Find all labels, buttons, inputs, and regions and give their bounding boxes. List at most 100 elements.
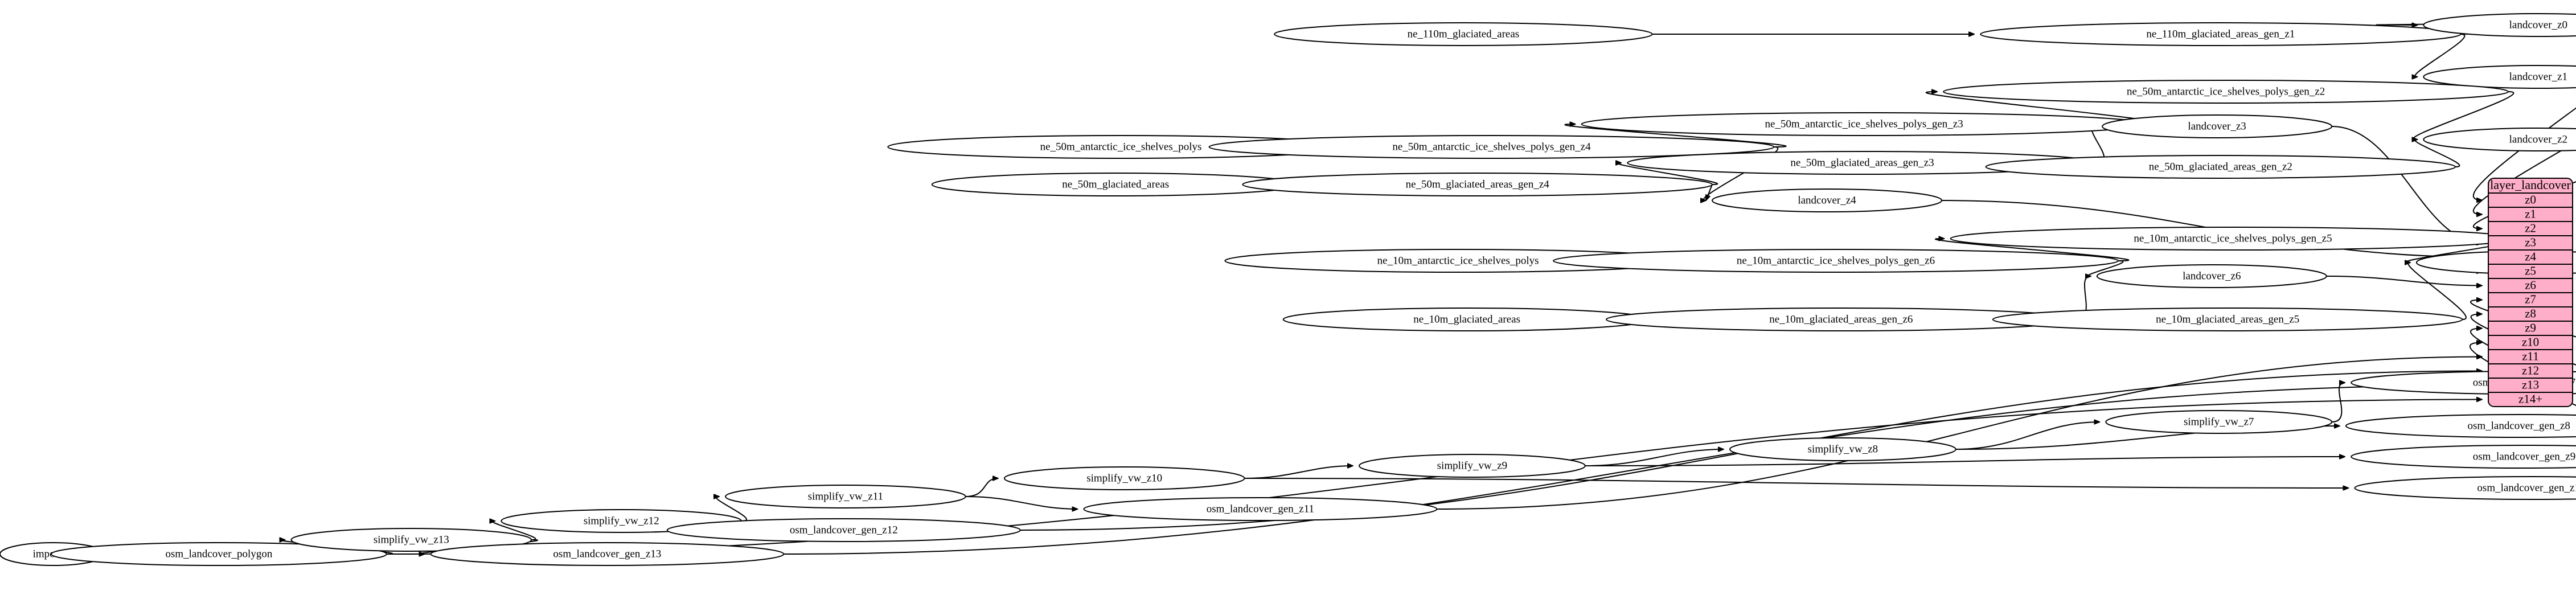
node-ellipse-ne_110m_glaciated_areas	[1274, 22, 1653, 46]
node-ellipse-ne_50m_antarctic_ice_shelves_polys_gen_z4	[1208, 135, 1775, 159]
node-simplify_vw_z7[interactable]: simplify_vw_z7	[2105, 410, 2333, 434]
table-row-z13[interactable]: z13	[2522, 378, 2539, 391]
node-ellipse-landcover_z4	[1712, 188, 1942, 212]
node-label-osm_landcover_polygon: osm_landcover_polygon	[165, 548, 272, 560]
edge-simplify_vw_z13--to--simplify_vw_z12	[493, 521, 536, 540]
table-row-z10[interactable]: z10	[2522, 335, 2539, 348]
node-osm_landcover_gen_z12[interactable]: osm_landcover_gen_z12	[666, 518, 1021, 542]
node-ne_50m_glaciated_areas_gen_z2[interactable]: ne_50m_glaciated_areas_gen_z2	[1985, 155, 2456, 179]
edge-simplify_vw_z7--to--osm_landcover_gen_z7	[2332, 383, 2345, 423]
table-row-z4[interactable]: z4	[2525, 249, 2536, 263]
node-ne_10m_glaciated_areas_gen_z5[interactable]: ne_10m_glaciated_areas_gen_z5	[1992, 307, 2463, 331]
table-row-z14+[interactable]: z14+	[2518, 392, 2542, 405]
edge-simplify_vw_z9--to--osm_landcover_gen_z9	[1585, 457, 2345, 466]
node-osm_landcover_gen_z8[interactable]: osm_landcover_gen_z8	[2345, 414, 2576, 438]
edge-ne_50m_antarctic_ice_shelves_polys_gen_z4--to--landcover_z4	[1704, 146, 1779, 200]
node-ne_50m_glaciated_areas_gen_z4[interactable]: ne_50m_glaciated_areas_gen_z4	[1242, 173, 1713, 196]
node-ne_50m_antarctic_ice_shelves_polys_gen_z4[interactable]: ne_50m_antarctic_ice_shelves_polys_gen_z…	[1208, 135, 1775, 159]
edge-simplify_vw_z10--to--osm_landcover_gen_z10	[1244, 478, 2349, 488]
node-ellipse-osm_landcover_gen_z12	[666, 518, 1021, 542]
node-ellipse-landcover_z1	[2423, 65, 2576, 89]
node-landcover_z6[interactable]: landcover_z6	[2096, 264, 2327, 288]
node-simplify_vw_z8[interactable]: simplify_vw_z8	[1729, 437, 1956, 461]
node-ne_10m_glaciated_areas_gen_z6[interactable]: ne_10m_glaciated_areas_gen_z6	[1606, 307, 2077, 331]
node-ellipse-osm_landcover_gen_z10	[2354, 476, 2576, 500]
edge-simplify_vw_z9--to--simplify_vw_z8	[1585, 449, 1724, 466]
node-label-ne_50m_antarctic_ice_shelves_polys_gen_z3: ne_50m_antarctic_ice_shelves_polys_gen_z…	[1765, 118, 1963, 130]
node-label-ne_50m_antarctic_ice_shelves_polys_gen_z2: ne_50m_antarctic_ice_shelves_polys_gen_z…	[2127, 85, 2325, 97]
edge-landcover_z6--to--layer_landcover:z6	[2326, 276, 2482, 286]
table-row-z2[interactable]: z2	[2525, 221, 2536, 235]
edge-ne_110m_glaciated_areas_gen_z1--to--landcover_z1	[2415, 34, 2466, 77]
edge-osm_landcover_gen_z7--to--layer_landcover:z7	[2470, 300, 2576, 338]
layer-landcover-table[interactable]: layer_landcoverz0z1z2z3z4z5z6z7z8z9z10z1…	[2488, 178, 2573, 407]
node-landcover_z2[interactable]: landcover_z2	[2423, 128, 2576, 151]
table-row-z5[interactable]: z5	[2525, 264, 2536, 277]
node-ne_10m_antarctic_ice_shelves_polys_gen_z5[interactable]: ne_10m_antarctic_ice_shelves_polys_gen_z…	[1950, 227, 2516, 251]
node-ellipse-simplify_vw_z8	[1729, 437, 1956, 461]
edge-landcover_z0--to--layer_landcover:z0	[2472, 107, 2576, 200]
table-row-z7[interactable]: z7	[2525, 292, 2536, 306]
node-label-ne_10m_antarctic_ice_shelves_polys_gen_z5: ne_10m_antarctic_ice_shelves_polys_gen_z…	[2134, 232, 2332, 244]
table-row-z0[interactable]: z0	[2525, 192, 2536, 206]
edge-simplify_vw_z11--to--osm_landcover_gen_z11	[965, 496, 1078, 509]
edge-simplify_vw_z11--to--simplify_vw_z10	[965, 478, 998, 497]
edge-ne_110m_glaciated_areas_gen_z0--to--landcover_z0	[2376, 22, 2576, 25]
node-label-ne_110m_glaciated_areas_gen_z1: ne_110m_glaciated_areas_gen_z1	[2146, 28, 2295, 40]
node-landcover_z4[interactable]: landcover_z4	[1712, 188, 1942, 212]
node-ellipse-simplify_vw_z9	[1359, 454, 1586, 478]
edge-osm_landcover_gen_z11--to--layer_landcover:z11	[1437, 357, 2482, 510]
node-label-osm_landcover_gen_z11: osm_landcover_gen_z11	[1207, 503, 1314, 515]
node-label-landcover_z4: landcover_z4	[1798, 194, 1856, 206]
table-row-z6[interactable]: z6	[2525, 278, 2536, 292]
table-row-z12[interactable]: z12	[2522, 363, 2539, 377]
table-row-z9[interactable]: z9	[2525, 321, 2536, 334]
edge-ne_50m_glaciated_areas_gen_z2--to--landcover_z2	[2415, 140, 2460, 167]
node-ellipse-ne_50m_antarctic_ice_shelves_polys_gen_z2	[1943, 80, 2509, 104]
node-ne_10m_glaciated_areas[interactable]: ne_10m_glaciated_areas	[1282, 307, 1651, 331]
node-label-ne_50m_antarctic_ice_shelves_polys: ne_50m_antarctic_ice_shelves_polys	[1040, 141, 1202, 153]
edge-ne_50m_glaciated_areas_gen_z4--to--landcover_z4	[1706, 184, 1713, 200]
node-simplify_vw_z11[interactable]: simplify_vw_z11	[725, 485, 966, 509]
node-ellipse-landcover_z3	[2102, 114, 2333, 138]
node-ellipse-simplify_vw_z13	[290, 528, 532, 552]
node-label-osm_landcover_gen_z10: osm_landcover_gen_z10	[2477, 482, 2576, 494]
node-osm_landcover_gen_z10[interactable]: osm_landcover_gen_z10	[2354, 476, 2576, 500]
table-row-z11[interactable]: z11	[2522, 349, 2539, 363]
node-label-ne_10m_glaciated_areas: ne_10m_glaciated_areas	[1413, 313, 1520, 325]
node-label-osm_landcover_gen_z9: osm_landcover_gen_z9	[2473, 450, 2575, 462]
node-ne_50m_antarctic_ice_shelves_polys_gen_z3[interactable]: ne_50m_antarctic_ice_shelves_polys_gen_z…	[1581, 112, 2147, 136]
node-simplify_vw_z9[interactable]: simplify_vw_z9	[1359, 454, 1586, 478]
node-landcover_z1[interactable]: landcover_z1	[2423, 65, 2576, 89]
node-label-ne_50m_glaciated_areas: ne_50m_glaciated_areas	[1062, 178, 1169, 190]
node-ellipse-landcover_z6	[2096, 264, 2327, 288]
edge-ne_10m_antarctic_ice_shelves_polys_gen_z6--to--ne_10m_antarctic_ice_shelves_polys_gen_z5	[1935, 239, 2130, 261]
node-ne_110m_glaciated_areas[interactable]: ne_110m_glaciated_areas	[1274, 22, 1653, 46]
node-label-simplify_vw_z10: simplify_vw_z10	[1086, 472, 1162, 484]
node-ne_50m_antarctic_ice_shelves_polys_gen_z2[interactable]: ne_50m_antarctic_ice_shelves_polys_gen_z…	[1943, 80, 2509, 104]
node-osm_landcover_gen_z9[interactable]: osm_landcover_gen_z9	[2351, 445, 2576, 469]
node-label-landcover_z1: landcover_z1	[2509, 71, 2567, 83]
node-landcover_z3[interactable]: landcover_z3	[2102, 114, 2333, 138]
node-osm_landcover_gen_z11[interactable]: osm_landcover_gen_z11	[1083, 497, 1438, 521]
table-row-z8[interactable]: z8	[2525, 306, 2536, 320]
node-osm_landcover_gen_z13[interactable]: osm_landcover_gen_z13	[430, 542, 785, 566]
node-osm_landcover_polygon[interactable]: osm_landcover_polygon	[50, 542, 387, 566]
node-label-osm_landcover_gen_z12: osm_landcover_gen_z12	[790, 524, 898, 536]
node-ne_10m_antarctic_ice_shelves_polys[interactable]: ne_10m_antarctic_ice_shelves_polys	[1224, 249, 1692, 273]
node-ellipse-landcover_z2	[2423, 128, 2576, 151]
node-label-simplify_vw_z7: simplify_vw_z7	[2184, 416, 2254, 428]
node-ellipse-osm_landcover_polygon	[50, 542, 387, 566]
node-label-simplify_vw_z13: simplify_vw_z13	[374, 534, 449, 546]
table-row-z3[interactable]: z3	[2525, 235, 2536, 249]
node-ellipse-ne_50m_glaciated_areas_gen_z2	[1985, 155, 2456, 179]
node-simplify_vw_z10[interactable]: simplify_vw_z10	[1003, 466, 1245, 490]
node-ne_10m_antarctic_ice_shelves_polys_gen_z6[interactable]: ne_10m_antarctic_ice_shelves_polys_gen_z…	[1553, 249, 2119, 273]
node-label-ne_10m_antarctic_ice_shelves_polys_gen_z6: ne_10m_antarctic_ice_shelves_polys_gen_z…	[1737, 255, 1935, 266]
node-simplify_vw_z13[interactable]: simplify_vw_z13	[290, 528, 532, 552]
node-landcover_z0[interactable]: landcover_z0	[2423, 13, 2576, 37]
table-row-z1[interactable]: z1	[2525, 207, 2536, 220]
node-ne_110m_glaciated_areas_gen_z1[interactable]: ne_110m_glaciated_areas_gen_z1	[1980, 22, 2462, 46]
